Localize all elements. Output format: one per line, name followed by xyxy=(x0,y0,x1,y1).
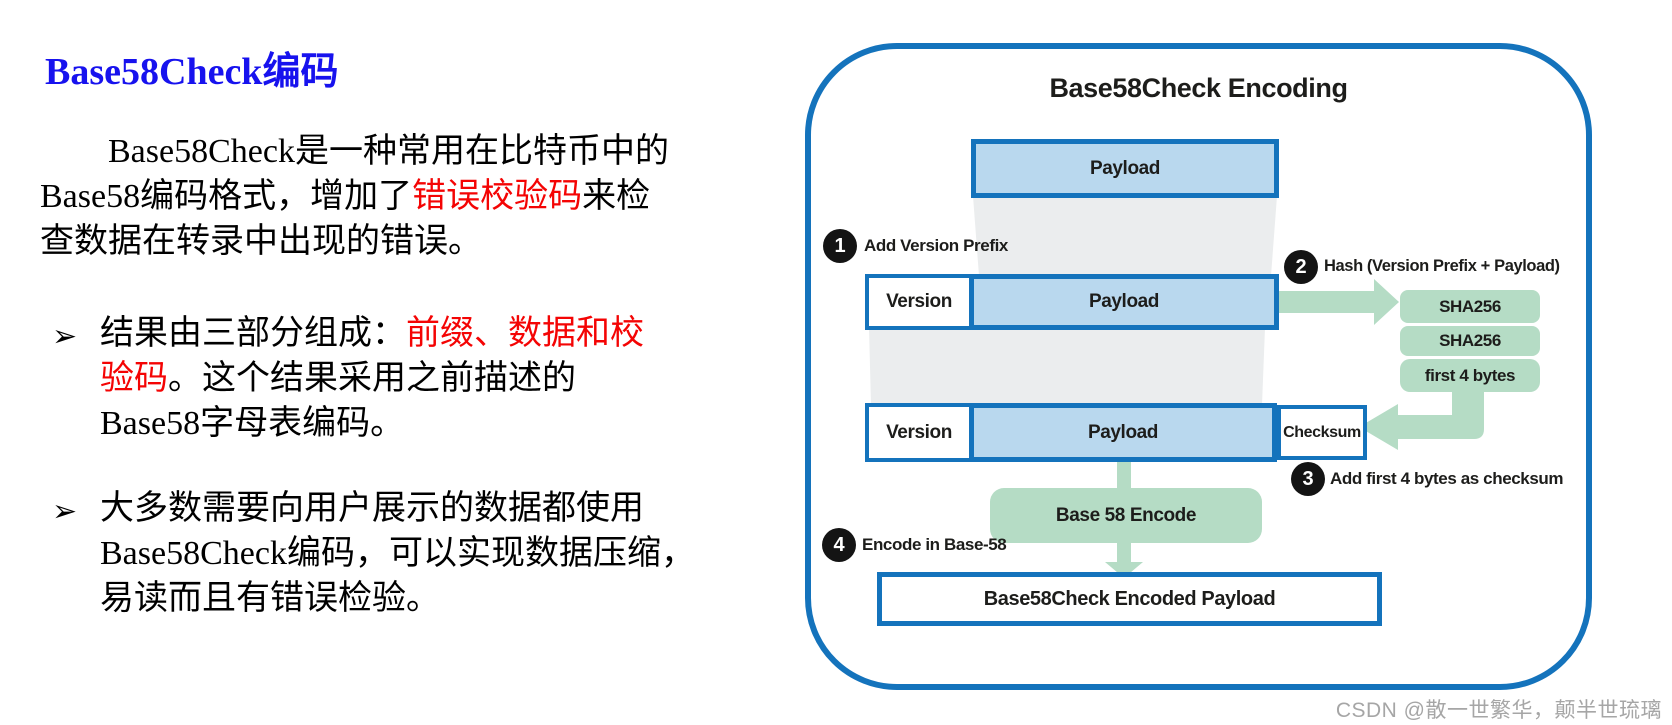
highlighted-text: 前缀、数据和校 xyxy=(406,315,644,352)
payload-box-mid: Payload xyxy=(969,274,1279,330)
bullet-line: Base58字母表编码。 xyxy=(100,401,710,446)
text-run: 结果由三部分组成： xyxy=(100,315,406,352)
payload-box-bottom: Payload xyxy=(969,403,1277,462)
bullet-item-1: ➢ 结果由三部分组成：前缀、数据和校 验码。这个结果采用之前描述的 Base58… xyxy=(40,311,710,446)
funnel-top xyxy=(973,196,1277,276)
bullet-line: 验码。这个结果采用之前描述的 xyxy=(100,356,710,401)
text-run: 大多数需要向用户展示的数据都使用 xyxy=(100,490,644,527)
encoded-payload-box: Base58Check Encoded Payload xyxy=(877,572,1382,626)
highlighted-text: 错误校验码 xyxy=(412,178,583,215)
sha256-box-1: SHA256 xyxy=(1400,290,1540,323)
step-2-label: Hash (Version Prefix + Payload) xyxy=(1324,257,1560,275)
paragraph-line: Base58编码格式，增加了错误校验码来检 xyxy=(40,174,708,219)
bullet-line: 易读而且有错误检验。 xyxy=(100,576,710,621)
first-4-bytes-box: first 4 bytes xyxy=(1400,359,1540,392)
diagram-title: Base58Check Encoding xyxy=(1049,73,1348,103)
paragraph-line: 查数据在转录中出现的错误。 xyxy=(40,219,708,264)
text-run: Base58编码格式，增加了 xyxy=(40,178,413,215)
version-box-bottom: Version xyxy=(865,403,973,462)
paragraph-line: Base58Check是一种常用在比特币中的 xyxy=(40,129,708,174)
csdn-watermark: CSDN @散一世繁华，颠半世琉璃 xyxy=(1335,699,1662,722)
version-box-mid: Version xyxy=(865,274,973,330)
hash-arrow-right xyxy=(1277,279,1399,325)
bullet-arrow-icon: ➢ xyxy=(52,494,78,529)
sha256-box-2: SHA256 xyxy=(1400,326,1540,356)
step-1-badge: 1 xyxy=(823,229,857,263)
encode-connector xyxy=(1117,460,1131,490)
intro-paragraph: Base58Check是一种常用在比特币中的 Base58编码格式，增加了错误校… xyxy=(40,129,708,264)
bullet-text: 结果由三部分组成：前缀、数据和校 验码。这个结果采用之前描述的 Base58字母… xyxy=(100,311,710,446)
step-1-label: Add Version Prefix xyxy=(864,236,1008,255)
highlighted-text: 验码 xyxy=(100,360,168,397)
bullet-line: 大多数需要向用户展示的数据都使用 xyxy=(100,486,710,531)
payload-box-top: Payload xyxy=(971,139,1279,198)
bullet-text: 大多数需要向用户展示的数据都使用 Base58Check编码，可以实现数据压缩，… xyxy=(100,486,710,621)
text-run: 查数据在转录中出现的错误。 xyxy=(40,223,482,260)
text-run: Base58Check是一种常用在比特币中的 xyxy=(108,133,669,170)
step-3-badge: 3 xyxy=(1291,462,1325,496)
bullet-arrow-icon: ➢ xyxy=(52,319,78,354)
funnel-middle xyxy=(869,328,1265,405)
step-2-badge: 2 xyxy=(1284,250,1318,284)
text-run: Base58字母表编码。 xyxy=(100,405,405,442)
bullet-line: 结果由三部分组成：前缀、数据和校 xyxy=(100,311,710,356)
base58-encode-box: Base 58 Encode xyxy=(990,488,1262,543)
bullet-item-2: ➢ 大多数需要向用户展示的数据都使用 Base58Check编码，可以实现数据压… xyxy=(40,486,710,621)
diagram-frame xyxy=(805,43,1592,690)
checksum-elbow-arrow xyxy=(1359,388,1484,450)
text-run: Base58Check编码，可以实现数据压缩， xyxy=(100,535,695,572)
page-title: Base58Check编码 xyxy=(45,51,339,93)
text-run: 来检 xyxy=(582,178,651,215)
text-run: 。这个结果采用之前描述的 xyxy=(168,360,576,397)
step-4-label: Encode in Base-58 xyxy=(862,535,1007,554)
step-3-label: Add first 4 bytes as checksum xyxy=(1330,469,1564,488)
encode-arrow-down xyxy=(1105,541,1143,578)
text-run: 易读而且有错误检验。 xyxy=(100,580,440,617)
checksum-box: Checksum xyxy=(1277,405,1367,460)
bullet-line: Base58Check编码，可以实现数据压缩， xyxy=(100,531,710,576)
step-4-badge: 4 xyxy=(822,528,856,562)
